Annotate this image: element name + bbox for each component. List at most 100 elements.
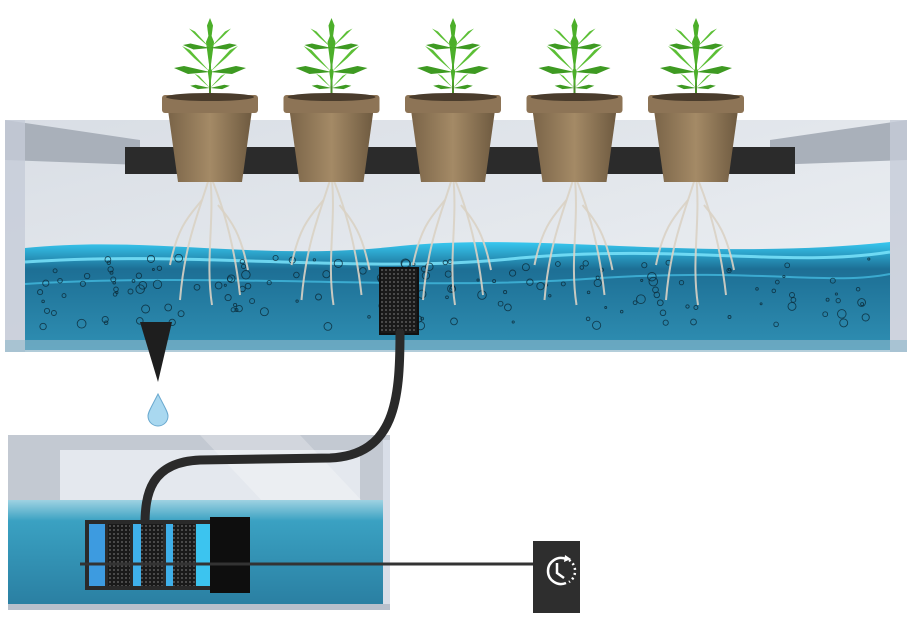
pump-panel bbox=[166, 524, 174, 586]
bubble bbox=[837, 309, 847, 319]
bubble bbox=[867, 257, 871, 261]
bubble bbox=[653, 291, 661, 299]
pump-motor bbox=[210, 517, 250, 593]
bubble bbox=[492, 279, 497, 284]
bubble bbox=[678, 279, 685, 286]
bubble bbox=[548, 294, 552, 298]
plants bbox=[162, 18, 744, 182]
bubble bbox=[312, 258, 317, 262]
bubble bbox=[135, 272, 143, 279]
water-hose[interactable] bbox=[140, 328, 405, 530]
root-cluster bbox=[533, 174, 614, 306]
cannabis-plant-icon bbox=[660, 18, 732, 100]
pump-grille bbox=[173, 524, 195, 586]
potted-plant bbox=[405, 18, 501, 182]
timer-box bbox=[533, 541, 580, 613]
tray-left-wall bbox=[5, 120, 140, 165]
bubble bbox=[727, 315, 732, 319]
bubble bbox=[241, 263, 247, 270]
plant-roots bbox=[169, 174, 735, 306]
bubble bbox=[509, 269, 517, 277]
bubble bbox=[504, 303, 512, 312]
reservoir-right-edge bbox=[383, 440, 390, 610]
bubble bbox=[241, 270, 251, 280]
bubble bbox=[445, 295, 449, 300]
bubble bbox=[861, 313, 870, 322]
root bbox=[329, 174, 335, 306]
bubble bbox=[619, 309, 624, 314]
bubble bbox=[857, 298, 866, 307]
bubble bbox=[315, 293, 322, 301]
root bbox=[460, 204, 492, 271]
bubble bbox=[127, 288, 134, 295]
water-pump-icon[interactable] bbox=[85, 517, 250, 593]
bubble bbox=[323, 322, 333, 331]
timer[interactable] bbox=[533, 541, 580, 613]
root bbox=[452, 174, 484, 296]
cannabis-plant-icon bbox=[417, 18, 489, 100]
bubble bbox=[43, 307, 51, 314]
bubble bbox=[582, 260, 589, 267]
root bbox=[422, 174, 454, 301]
bubble bbox=[101, 315, 109, 324]
root-cluster bbox=[412, 174, 492, 306]
bubble bbox=[585, 316, 591, 322]
water-wave-highlight bbox=[24, 250, 891, 266]
bubble bbox=[822, 311, 829, 318]
potted-plant bbox=[648, 18, 744, 182]
bubble bbox=[662, 319, 669, 326]
pump-grille bbox=[141, 524, 163, 586]
bubble bbox=[109, 270, 114, 275]
bubble bbox=[107, 266, 114, 273]
bubble bbox=[641, 262, 648, 269]
bubble bbox=[214, 281, 223, 290]
flower-pot-icon bbox=[405, 93, 501, 182]
cannabis-plant-icon bbox=[538, 18, 611, 100]
bubble bbox=[476, 278, 480, 282]
bubble bbox=[106, 260, 111, 265]
root bbox=[330, 174, 363, 296]
water-wave-highlight bbox=[24, 273, 891, 285]
bubble bbox=[526, 278, 534, 286]
root bbox=[665, 174, 697, 301]
bubble bbox=[359, 267, 367, 275]
bubble bbox=[136, 317, 144, 325]
bubble bbox=[42, 279, 50, 287]
bubble bbox=[420, 316, 425, 321]
bubble bbox=[272, 254, 279, 262]
bubble bbox=[829, 277, 836, 284]
flower-pot-icon bbox=[526, 93, 623, 182]
root bbox=[300, 174, 333, 301]
bubble bbox=[521, 263, 530, 272]
potted-plant bbox=[526, 18, 623, 182]
root bbox=[533, 199, 568, 266]
cannabis-plant-icon bbox=[295, 18, 368, 100]
bubble bbox=[503, 290, 508, 295]
bubble bbox=[773, 321, 779, 328]
tray-nutrient-water bbox=[25, 242, 890, 350]
bubble bbox=[604, 306, 608, 309]
bubble bbox=[230, 307, 236, 313]
root bbox=[169, 199, 203, 266]
reservoir-bottom bbox=[8, 604, 390, 610]
bubble bbox=[536, 281, 545, 291]
bubble bbox=[855, 286, 861, 292]
bubble bbox=[835, 297, 841, 304]
flower-pot-icon bbox=[283, 93, 380, 182]
bubble bbox=[104, 256, 112, 263]
bubble bbox=[693, 305, 699, 310]
bubble bbox=[690, 318, 697, 326]
bubble bbox=[57, 277, 63, 284]
root-cluster bbox=[169, 174, 249, 306]
root bbox=[179, 174, 211, 301]
bubble bbox=[76, 318, 87, 329]
bubble bbox=[656, 299, 664, 307]
bubble bbox=[726, 267, 732, 274]
bubble bbox=[233, 302, 238, 308]
bubble bbox=[640, 278, 644, 282]
bubble bbox=[235, 304, 243, 313]
bubble bbox=[450, 317, 458, 326]
bubble bbox=[177, 310, 185, 318]
root bbox=[572, 174, 578, 306]
root bbox=[694, 174, 699, 306]
